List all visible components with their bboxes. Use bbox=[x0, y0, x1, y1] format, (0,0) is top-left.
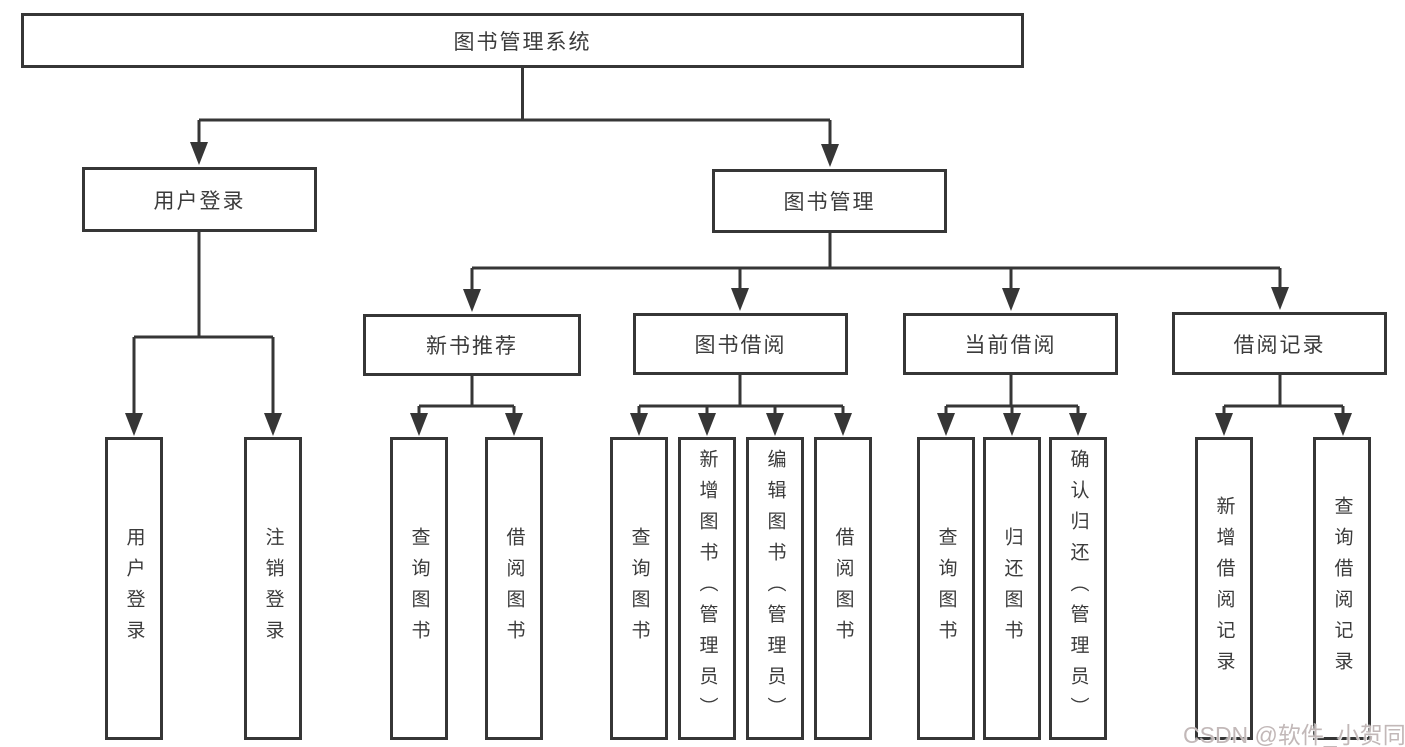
node-book-borrow-label: 图书借阅 bbox=[694, 334, 787, 357]
arrow-down-icon bbox=[1002, 288, 1020, 311]
node-leaf-return-book-label: 归还图书 bbox=[1001, 526, 1023, 651]
node-leaf-return-book: 归还图书 bbox=[983, 437, 1041, 740]
watermark: CSDN @软件_小贺同学 bbox=[1183, 722, 1405, 747]
connector-book-mgmt-split bbox=[470, 233, 1282, 293]
node-book-mgmt: 图书管理 bbox=[712, 169, 947, 233]
node-current-borrow-label: 当前借阅 bbox=[964, 334, 1057, 357]
arrow-down-icon bbox=[125, 413, 143, 436]
node-leaf-query-book-2: 查询图书 bbox=[610, 437, 668, 740]
node-leaf-borrow-book-2: 借阅图书 bbox=[814, 437, 872, 740]
node-leaf-query-book-3: 查询图书 bbox=[917, 437, 975, 740]
connector-user-login-split bbox=[132, 232, 275, 417]
node-leaf-query-book-1: 查询图书 bbox=[390, 437, 448, 740]
arrow-down-icon bbox=[1334, 413, 1352, 436]
node-leaf-logout: 注销登录 bbox=[244, 437, 302, 740]
node-leaf-edit-book: 编辑图书（管理员） bbox=[746, 437, 804, 740]
node-root: 图书管理系统 bbox=[21, 13, 1024, 68]
node-current-borrow: 当前借阅 bbox=[903, 313, 1118, 375]
node-borrow-record-label: 借阅记录 bbox=[1233, 333, 1326, 357]
arrow-down-icon bbox=[937, 413, 955, 436]
node-leaf-query-book-1-label: 查询图书 bbox=[408, 526, 430, 651]
connector-current-borrow-split bbox=[944, 375, 1080, 418]
arrow-down-icon bbox=[264, 413, 282, 436]
connector-borrow-record-split bbox=[1222, 375, 1345, 418]
node-leaf-query-record-label: 查询借阅记录 bbox=[1331, 495, 1353, 682]
arrow-down-icon bbox=[630, 413, 648, 436]
node-borrow-record: 借阅记录 bbox=[1172, 312, 1387, 375]
arrow-down-icon bbox=[766, 413, 784, 436]
node-leaf-logout-label: 注销登录 bbox=[262, 526, 284, 651]
arrow-down-icon bbox=[834, 413, 852, 436]
node-leaf-add-book: 新增图书（管理员） bbox=[678, 437, 736, 740]
arrow-down-icon bbox=[698, 413, 716, 436]
arrow-down-icon bbox=[505, 413, 523, 436]
node-user-login: 用户登录 bbox=[82, 167, 317, 232]
arrow-down-icon bbox=[1069, 413, 1087, 436]
connector-book-borrow-split bbox=[637, 375, 845, 418]
connector-new-book-split bbox=[417, 376, 516, 418]
node-leaf-user-login: 用户登录 bbox=[105, 437, 163, 740]
node-leaf-add-record-label: 新增借阅记录 bbox=[1213, 495, 1235, 682]
node-leaf-borrow-book-1-label: 借阅图书 bbox=[503, 526, 525, 651]
node-root-label: 图书管理系统 bbox=[453, 30, 592, 54]
arrow-down-icon bbox=[190, 142, 208, 165]
arrow-down-icon bbox=[821, 144, 839, 167]
arrow-down-icon bbox=[410, 413, 428, 436]
arrow-down-icon bbox=[463, 289, 481, 312]
node-leaf-query-book-3-label: 查询图书 bbox=[935, 526, 957, 651]
connector-root-split bbox=[197, 68, 832, 149]
node-leaf-user-login-label: 用户登录 bbox=[123, 526, 145, 651]
node-leaf-edit-book-label: 编辑图书（管理员） bbox=[764, 449, 786, 728]
node-leaf-confirm-return: 确认归还（管理员） bbox=[1049, 437, 1107, 740]
arrow-down-icon bbox=[1271, 287, 1289, 310]
node-leaf-query-book-2-label: 查询图书 bbox=[628, 526, 650, 651]
arrow-down-icon bbox=[1215, 413, 1233, 436]
node-book-mgmt-label: 图书管理 bbox=[783, 191, 876, 214]
arrow-down-icon bbox=[731, 288, 749, 311]
node-leaf-confirm-return-label: 确认归还（管理员） bbox=[1067, 449, 1089, 728]
node-user-login-label: 用户登录 bbox=[153, 189, 246, 213]
node-new-book-label: 新书推荐 bbox=[426, 335, 518, 358]
node-leaf-borrow-book-1: 借阅图书 bbox=[485, 437, 543, 740]
node-leaf-query-record: 查询借阅记录 bbox=[1313, 437, 1371, 740]
node-leaf-borrow-book-2-label: 借阅图书 bbox=[832, 526, 854, 651]
node-new-book: 新书推荐 bbox=[363, 314, 581, 376]
arrow-down-icon bbox=[1003, 413, 1021, 436]
node-leaf-add-record: 新增借阅记录 bbox=[1195, 437, 1253, 740]
node-leaf-add-book-label: 新增图书（管理员） bbox=[696, 449, 718, 728]
node-book-borrow: 图书借阅 bbox=[633, 313, 848, 375]
